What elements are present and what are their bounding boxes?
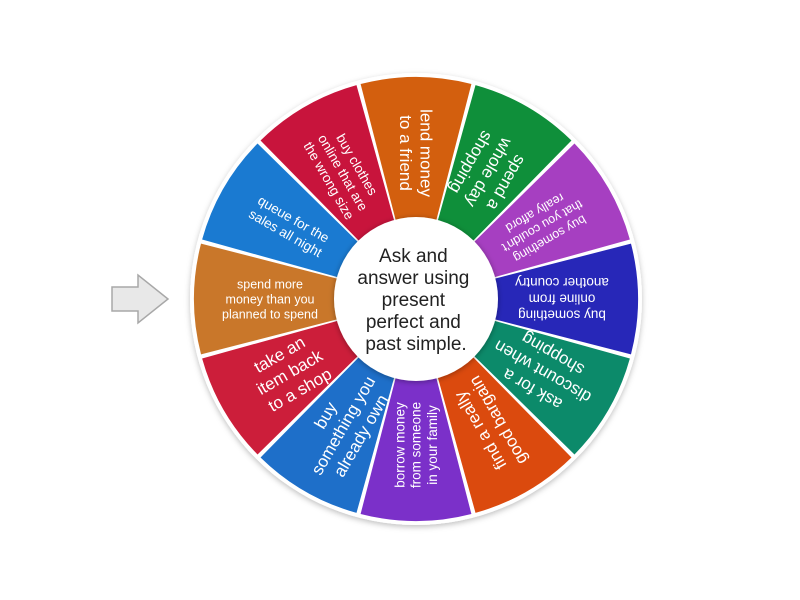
wheel-segment-label-line: spend more <box>237 277 303 291</box>
pointer-arrow-icon <box>111 273 170 325</box>
wheel-segment-slice <box>260 85 398 251</box>
wheel-segment-slice <box>202 143 368 281</box>
wheel-segment-slice <box>434 85 572 251</box>
wheel-segment[interactable]: borrow moneyfrom someonein your family <box>360 364 472 521</box>
wheel-segment-label: lend moneyto a friend <box>396 109 435 197</box>
wheel-segment-slice <box>481 243 639 355</box>
hub-line: perfect and <box>366 312 461 333</box>
wheel-segment-label-line: lend money <box>416 109 435 197</box>
wheel-segment[interactable]: buy clothesonline that arethe wrong size <box>260 85 398 251</box>
wheel-segment-label-line: money than you <box>226 292 315 306</box>
wheel-segment-label-line: in your family <box>425 405 440 485</box>
hub-circle <box>334 217 498 381</box>
wheel-segment-slice <box>464 143 630 281</box>
wheel-segment-label-line: planned to spend <box>222 307 318 321</box>
wheel-segment-label-line: online from <box>529 291 596 306</box>
wheel-segment-slice <box>464 317 630 455</box>
wheel-segment[interactable]: lend moneyto a friend <box>360 76 472 234</box>
wheel-segment-slice <box>194 243 351 355</box>
hub-line: answer using <box>357 268 469 289</box>
wheel-segment[interactable]: buy somethingthat you couldn'treally aff… <box>464 143 630 281</box>
wheel-segment-label: buy somethingonline fromanother country <box>515 275 609 322</box>
wheel-segment-slice <box>360 76 472 234</box>
hub-line: present <box>382 290 446 311</box>
wheel-segment-slice <box>360 364 472 521</box>
wheel-segment-label: borrow moneyfrom someonein your family <box>393 402 440 488</box>
hub-line: past simple. <box>365 334 466 355</box>
hub-text: Ask and answer using present perfect and… <box>357 246 474 355</box>
wheel-segment-label-line: to a friend <box>396 115 415 191</box>
wheel-segment-label-line: another country <box>515 275 609 290</box>
hub-line: Ask and <box>379 246 448 267</box>
wheel-segment-slice <box>202 317 368 455</box>
wheel-segment-label-line: buy something <box>518 307 606 322</box>
wheel-segment-label-line: borrow money <box>393 402 408 488</box>
wheel-segment-slice <box>434 347 572 513</box>
wheel-hub[interactable]: Ask and answer using present perfect and… <box>334 217 498 381</box>
wheel-segment-label-line: from someone <box>409 402 424 488</box>
wheel-segment[interactable]: buy somethingonline fromanother country <box>481 243 639 355</box>
wheel-segment-slice <box>260 347 398 513</box>
wheel-segment[interactable]: buysomething youalready own <box>260 347 398 513</box>
